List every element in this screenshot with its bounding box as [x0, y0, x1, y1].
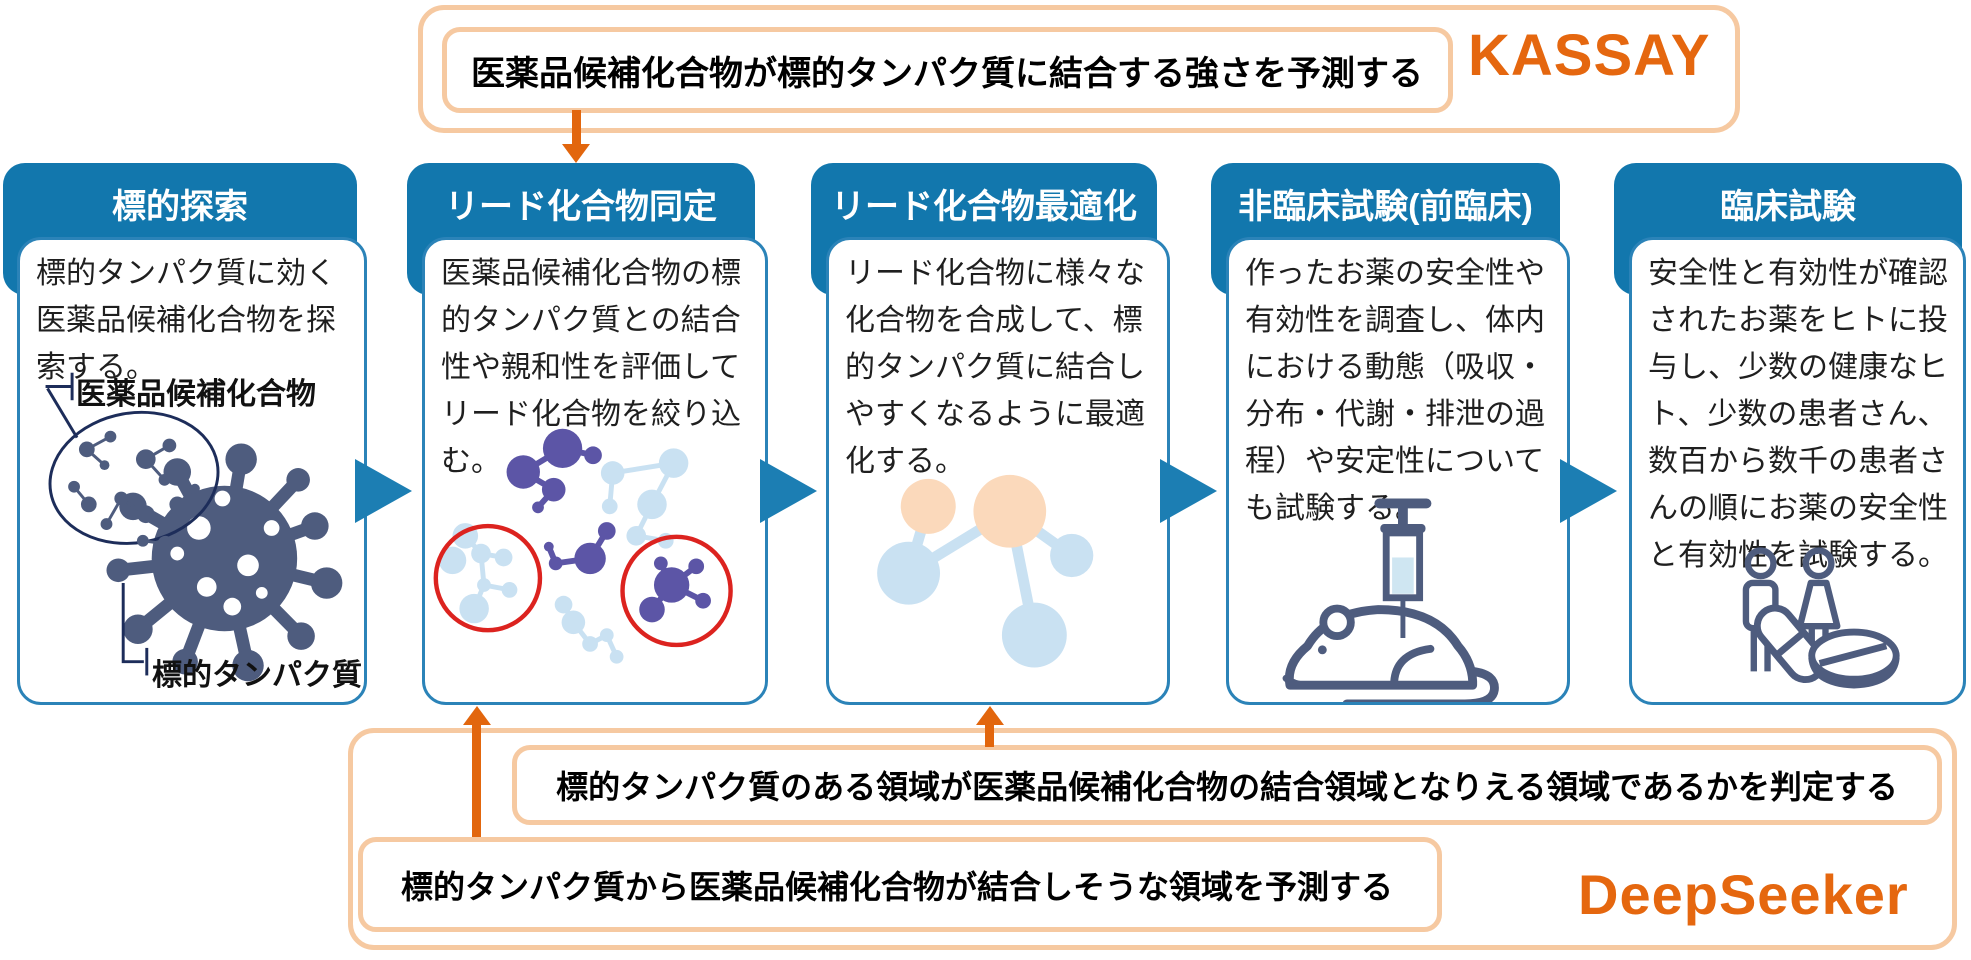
syringe-icon	[1374, 498, 1432, 639]
lead-selection-ring-left	[433, 523, 543, 633]
deepseeker-predict-text-box: 標的タンパク質から医薬品候補化合物が結合しそうな領域を予測する	[358, 837, 1442, 932]
stage-description: リード化合物に様々な化合物を合成して、標的タンパク質に結合しやすくなるように最適…	[845, 257, 1145, 478]
candidate-molecules-ellipse-icon	[48, 410, 220, 552]
flow-arrow-right-icon-2	[760, 459, 817, 523]
virus-and-molecules-icon	[45, 372, 343, 682]
flow-arrow-right-icon-4	[1560, 459, 1617, 523]
stage-body-target-discovery: 標的タンパク質に効く医薬品候補化合物を探索する。	[17, 237, 367, 705]
deepseeker-brand-label: DeepSeeker	[1578, 863, 1909, 926]
label-leader-lines	[45, 372, 149, 676]
stage-description: 標的タンパク質に効く医薬品候補化合物を探索する。	[36, 257, 336, 384]
syringe-and-mouse-icon	[1282, 498, 1499, 702]
deepseeker-arrow-up-icon-1	[463, 706, 491, 725]
virus-icon	[106, 443, 343, 682]
stage-description: 作ったお薬の安全性や有効性を調査し、体内における動態（吸収・分布・代謝・排泄の過…	[1245, 257, 1545, 525]
flow-arrow-right-icon-3	[1160, 459, 1217, 523]
molecule-screening-icon	[433, 428, 733, 664]
stage-body-preclinical: 作ったお薬の安全性や有効性を調査し、体内における動態（吸収・分布・代謝・排泄の過…	[1226, 237, 1570, 705]
deepseeker-judge-text-box: 標的タンパク質のある領域が医薬品候補化合物の結合領域となりえる領域であるかを判定…	[512, 745, 1942, 825]
stage-body-lead-identification: 医薬品候補化合物の標的タンパク質との結合性や親和性を評価してリード化合物を絞り込…	[422, 237, 768, 705]
tablet-icon	[1808, 628, 1900, 689]
stage-description: 医薬品候補化合物の標的タンパク質との結合性や親和性を評価してリード化合物を絞り込…	[441, 257, 741, 478]
stage-description: 安全性と有効性が確認されたお薬をヒトに投与し、少数の健康なヒト、少数の患者さん、…	[1648, 257, 1948, 572]
kassay-callout-text-box: 医薬品候補化合物が標的タンパク質に結合する強さを予測する	[442, 27, 1453, 113]
stage-body-clinical-trial: 安全性と有効性が確認されたお薬をヒトに投与し、少数の健康なヒト、少数の患者さん、…	[1629, 237, 1966, 705]
kassay-brand-label: KASSAY	[1468, 23, 1711, 88]
deepseeker-judge-text: 標的タンパク質のある領域が医薬品候補化合物の結合領域となりえる領域であるかを判定…	[556, 769, 1898, 805]
candidate-compound-label: 医薬品候補化合物	[76, 378, 316, 411]
deepseeker-arrow-shaft-1	[472, 723, 481, 837]
kassay-arrow-down-icon	[562, 144, 590, 163]
deepseeker-arrow-shaft-2	[985, 723, 994, 747]
kassay-callout-text: 医薬品候補化合物が標的タンパク質に結合する強さを予測する	[471, 54, 1423, 93]
deepseeker-arrow-up-icon-2	[976, 706, 1004, 725]
mouse-icon	[1282, 604, 1499, 702]
target-protein-label: 標的タンパク質	[152, 659, 362, 692]
kassay-arrow-shaft	[572, 110, 581, 146]
stage-body-lead-optimization: リード化合物に様々な化合物を合成して、標的タンパク質に結合しやすくなるように最適…	[826, 237, 1170, 705]
patients-and-medicine-icon	[1742, 547, 1900, 689]
optimized-molecule-icon	[877, 474, 1094, 668]
deepseeker-predict-text: 標的タンパク質から医薬品候補化合物が結合しそうな領域を予測する	[401, 868, 1394, 905]
flow-arrow-right-icon-1	[355, 459, 412, 523]
lead-selection-ring-right	[620, 534, 733, 648]
